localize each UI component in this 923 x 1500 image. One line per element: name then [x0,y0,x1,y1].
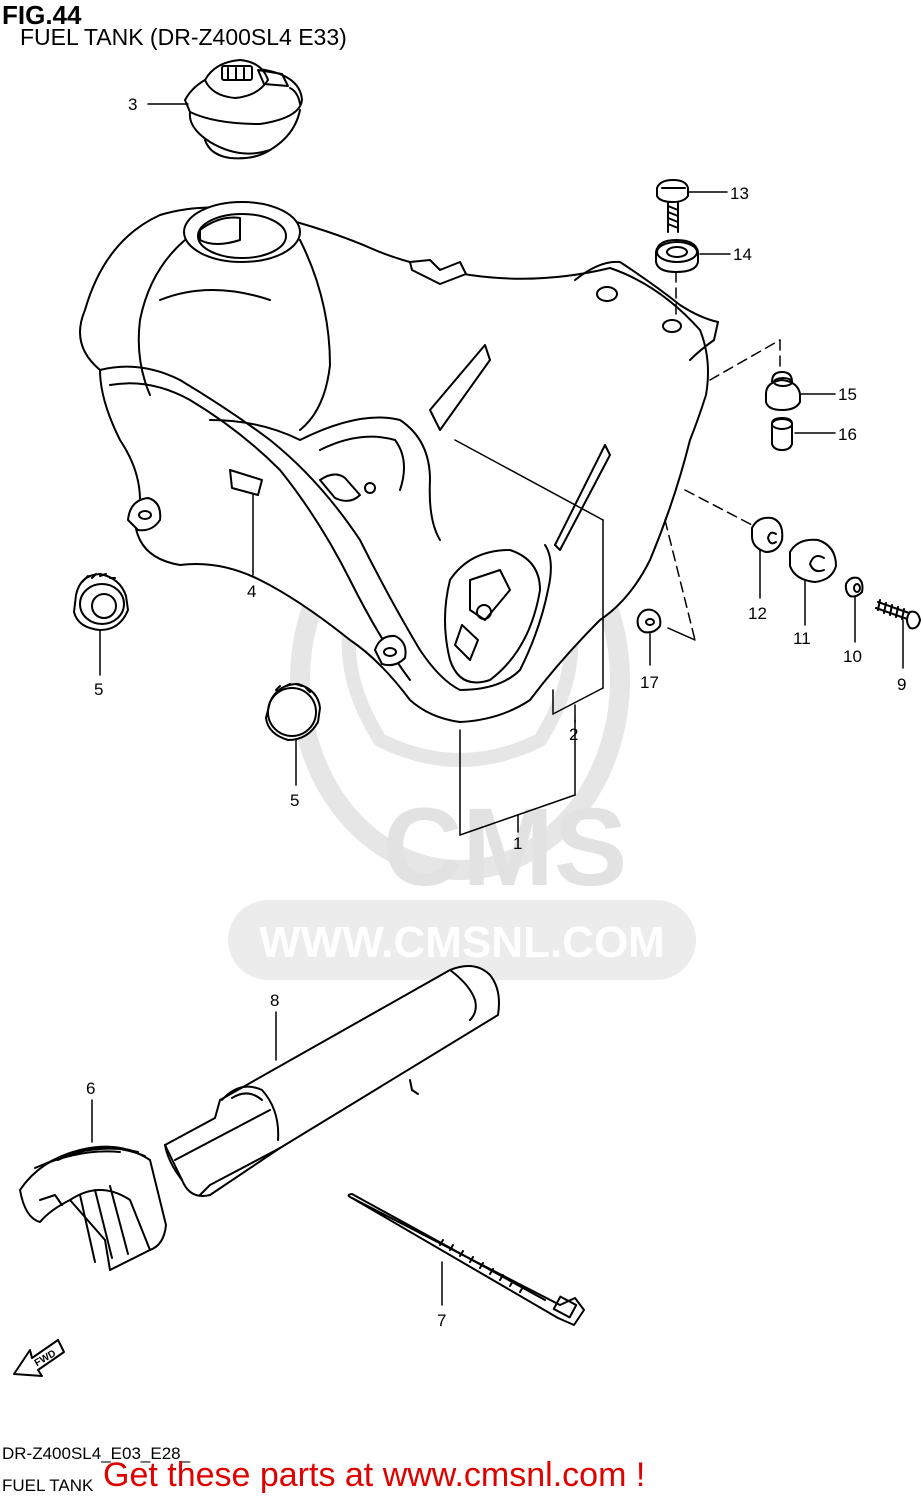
ref-label-1: 1 [513,834,522,853]
watermark-url: WWW.CMSNL.COM [259,918,665,967]
ref-label-10: 10 [843,647,862,666]
ref-label-4: 4 [247,582,256,601]
figure-number: FIG.44 [2,0,82,30]
ref-label-15: 15 [838,385,857,404]
ref-label-3: 3 [128,95,137,114]
sleeve-part-8 [164,965,500,1197]
cushion-part-11 [789,538,837,583]
ref-label-14: 14 [733,245,752,264]
ref-label-13: 13 [730,184,749,203]
ref-label-8: 8 [270,991,279,1010]
nut-part-17 [636,608,662,634]
bolt-part-9 [875,599,921,630]
cmsnl-watermark: CMS WWW.CMSNL.COM [228,480,696,980]
cushion-part-12 [751,516,784,553]
fuel-tank-assembly-part-1-2 [79,201,719,723]
ref-label-16: 16 [838,425,857,444]
model-code: DR-Z400SL4_E03_E28_ [2,1444,191,1463]
leader-lines [91,103,904,1306]
ref-label-11: 11 [793,629,811,648]
cushion-part-15 [765,371,801,411]
clamp-part-6 [19,1145,167,1271]
cushion-part-5-upper [73,573,129,631]
ref-label-5b: 5 [290,791,299,810]
assembly-dash-lines [664,271,781,641]
cushion-part-5-lower [265,683,321,741]
ref-label-5a: 5 [94,680,103,699]
strap-part-4 [229,469,263,496]
ref-label-6: 6 [86,1079,95,1098]
section-name: FUEL TANK [2,1476,94,1495]
ref-label-9: 9 [897,675,906,694]
washer-part-10 [844,576,864,598]
buy-parts-link[interactable]: Get these parts at www.cmsnl.com ! [103,1456,646,1494]
part-reference-labels: 1 2 3 4 5 5 6 7 8 9 10 11 12 13 14 15 16… [86,95,906,1330]
ref-label-2: 2 [569,725,578,744]
watermark-brand: CMS [383,786,627,909]
cable-tie-part-7 [347,1193,585,1326]
fuel-cap-part-3 [184,59,303,160]
collar-part-14 [655,239,699,273]
ref-label-12: 12 [748,604,767,623]
fwd-arrow-icon [13,1339,65,1377]
figure-title: FUEL TANK (DR-Z400SL4 E33) [20,24,347,50]
ref-label-17: 17 [640,673,659,692]
spacer-part-16 [771,417,793,451]
bolt-part-13 [656,179,689,233]
ref-label-7: 7 [437,1311,446,1330]
